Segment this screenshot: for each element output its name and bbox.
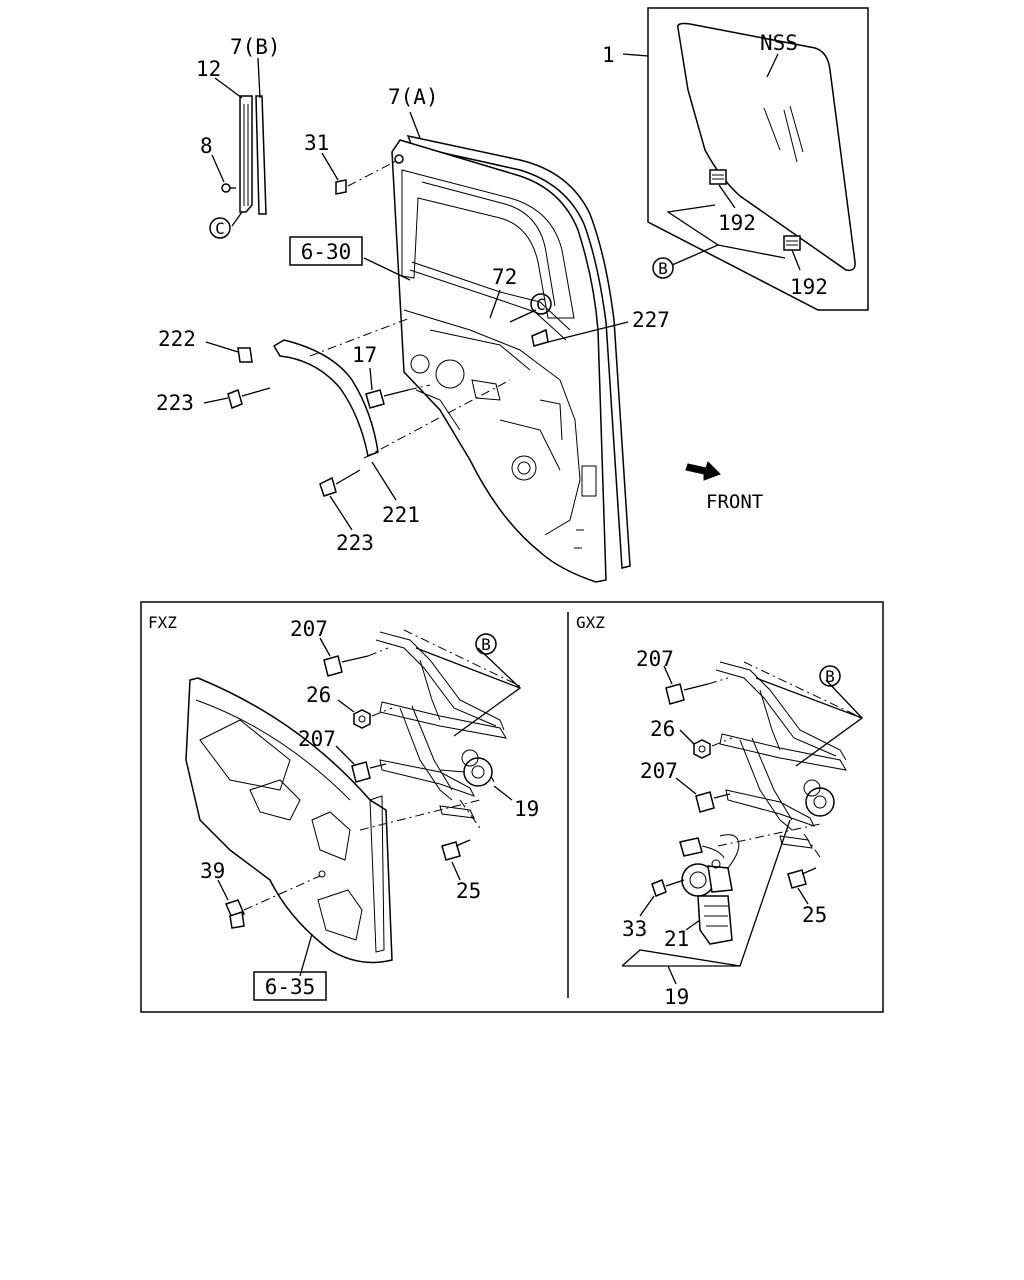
channel-7b <box>255 95 267 215</box>
callout-192-lower: 192 <box>790 275 828 299</box>
gxz-regulator <box>715 661 863 861</box>
callout-31: 31 <box>304 131 329 155</box>
screw-223-lower <box>319 469 361 497</box>
gxz-callout-25: 25 <box>802 903 827 927</box>
gxz-title: GXZ <box>576 613 605 632</box>
trim-and-fasteners <box>203 317 511 531</box>
callout-192-upper: 192 <box>718 211 756 235</box>
garnish-221 <box>272 339 379 458</box>
gxz-circle-b: B <box>819 665 841 687</box>
regulator-section-frame <box>140 601 884 1013</box>
glass-clip-upper <box>709 169 727 185</box>
gxz-callout-33: 33 <box>622 917 647 941</box>
svg-text:6-30: 6-30 <box>301 240 352 264</box>
glass-inset <box>622 7 869 311</box>
gxz-screw-33 <box>651 879 685 897</box>
bolt-17 <box>365 389 409 409</box>
fxz-bolt-25 <box>441 839 471 861</box>
gxz-connector <box>679 834 740 869</box>
fxz-clip-39 <box>224 875 321 929</box>
gxz-nut-26 <box>693 737 733 759</box>
door-inner-structure <box>403 309 581 536</box>
circle-b-glass: B <box>652 257 674 279</box>
fxz-callout-39: 39 <box>200 859 225 883</box>
fxz-callout-26: 26 <box>306 683 331 707</box>
door-window-frame <box>401 169 575 319</box>
fxz-nut-26 <box>353 707 393 729</box>
fxz-door-trim-panel <box>185 677 393 964</box>
svg-text:B: B <box>825 667 835 686</box>
callout-1: 1 <box>602 43 615 67</box>
gxz-motor-21 <box>681 859 733 945</box>
cap-222 <box>237 347 253 363</box>
svg-text:B: B <box>658 259 668 278</box>
callout-223-upper: 223 <box>156 391 194 415</box>
svg-text:6-35: 6-35 <box>265 975 316 999</box>
door-glass <box>677 22 856 272</box>
fxz-bolt-207-lower <box>351 761 387 783</box>
glass-inset-frame <box>647 7 869 311</box>
fxz-bolt-207-upper <box>323 647 389 677</box>
callout-7a: 7(A) <box>388 85 439 109</box>
callout-222: 222 <box>158 327 196 351</box>
fxz-regulator <box>359 629 521 831</box>
svg-text:C: C <box>536 295 546 314</box>
gxz-bolt-207-upper <box>665 677 729 705</box>
glass-reflection <box>763 105 804 163</box>
boxed-6-30: 6-30 <box>289 236 363 266</box>
callout-7b: 7(B) <box>230 35 281 59</box>
svg-text:C: C <box>215 219 225 238</box>
fxz-callout-207-upper: 207 <box>290 617 328 641</box>
weatherstrip-7a <box>406 134 631 569</box>
callout-72: 72 <box>492 265 517 289</box>
door-assembly <box>363 111 631 583</box>
glass-clip-lower <box>783 235 801 251</box>
circle-c-door: C <box>530 293 552 315</box>
fxz-circle-b: B <box>475 633 497 655</box>
callout-221: 221 <box>382 503 420 527</box>
callout-227: 227 <box>632 308 670 332</box>
screw-8 <box>221 183 236 193</box>
front-label: FRONT <box>706 491 763 513</box>
callout-223-lower: 223 <box>336 531 374 555</box>
gxz-callout-19: 19 <box>664 985 689 1009</box>
svg-text:B: B <box>481 635 491 654</box>
gxz-bolt-25 <box>787 867 817 889</box>
fxz-callout-25: 25 <box>456 879 481 903</box>
gxz-bolt-207-lower <box>695 791 731 813</box>
callout-17: 17 <box>352 343 377 367</box>
fxz-title: FXZ <box>148 613 177 632</box>
window-channel-assembly <box>211 57 267 227</box>
fxz-callout-207-lower: 207 <box>298 727 336 751</box>
gxz-callout-26: 26 <box>650 717 675 741</box>
channel-12 <box>239 95 253 213</box>
gxz-callout-207-lower: 207 <box>640 759 678 783</box>
screw-31 <box>321 152 404 195</box>
circle-c-channel: C <box>209 217 231 239</box>
callout-12: 12 <box>196 57 221 81</box>
callout-nss: NSS <box>760 31 798 55</box>
fxz-boxed-6-35: 6-35 <box>253 971 327 1001</box>
gxz-callout-207-upper: 207 <box>636 647 674 671</box>
fxz-callout-19: 19 <box>514 797 539 821</box>
speaker-hole <box>511 455 537 481</box>
callout-8: 8 <box>200 134 213 158</box>
door-panel <box>391 139 607 583</box>
gxz-callout-21: 21 <box>664 927 689 951</box>
front-arrow <box>685 461 721 481</box>
screw-223-upper <box>227 387 271 410</box>
